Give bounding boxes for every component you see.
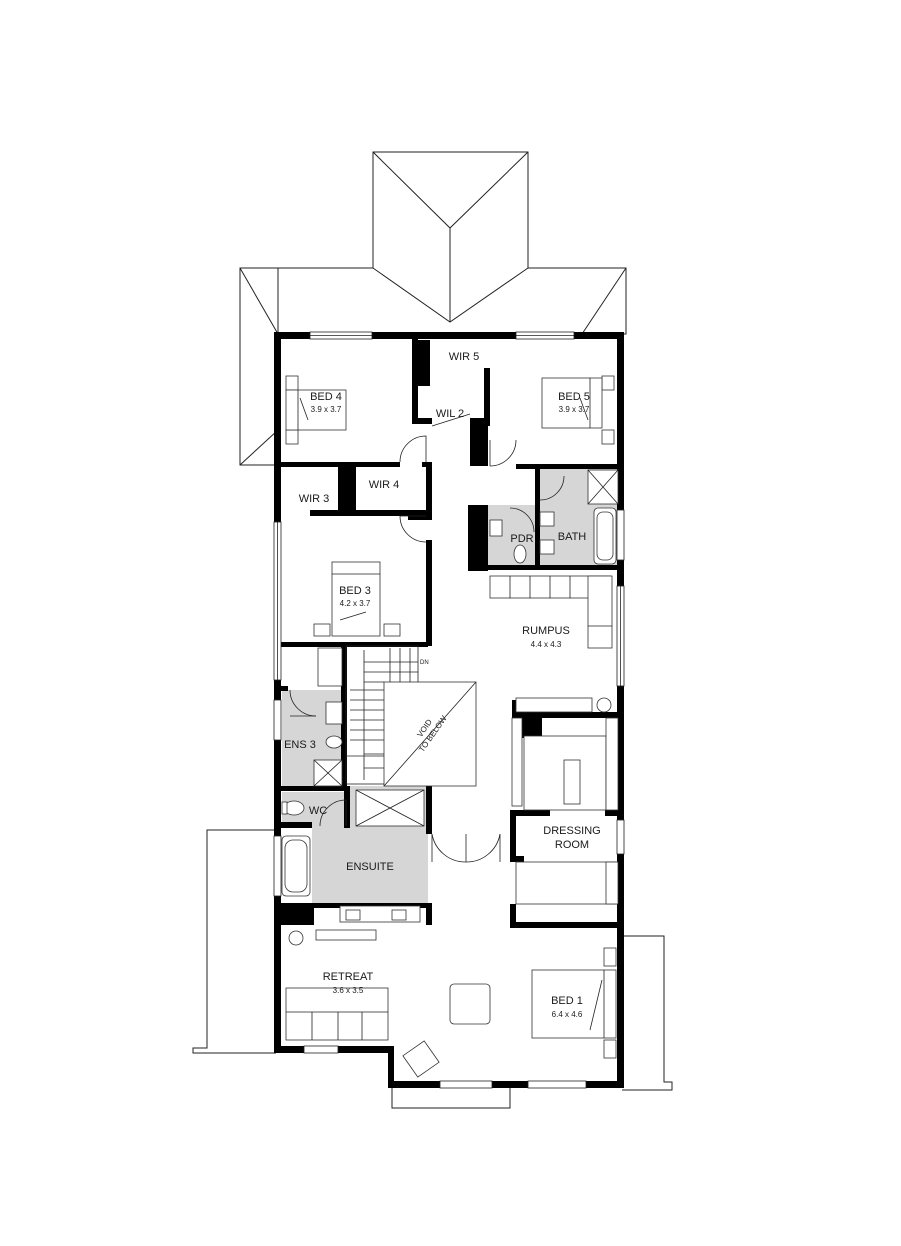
retreat-dims: 3.6 x 3.5: [333, 986, 364, 995]
wil-2-label: WIL 2: [436, 408, 464, 420]
dressing-room-label-line1: DRESSING: [543, 825, 600, 837]
wir-4-label: WIR 4: [369, 479, 400, 491]
wc-label: WC: [309, 805, 327, 817]
retreat-label: RETREAT: [323, 971, 374, 983]
bed-4-dims: 3.9 x 3.7: [311, 405, 342, 414]
retreat-furniture: [285, 987, 440, 1078]
ensuite-label: ENSUITE: [346, 861, 394, 873]
bed-5-label: BED 5: [558, 391, 590, 403]
bed-5-dims: 3.9 x 3.7: [559, 405, 590, 414]
bed-3-label: BED 3: [339, 585, 371, 597]
dressing-furniture: [511, 717, 619, 905]
pdr-label: PDR: [510, 533, 533, 545]
bathroom-fixtures: [281, 469, 619, 923]
bed-3-furniture: [313, 561, 401, 687]
bed-5-furniture: [541, 375, 615, 445]
bed-1-label: BED 1: [551, 995, 583, 1007]
bed-1-furniture: [449, 947, 617, 1059]
dressing-room-label-line2: ROOM: [555, 839, 589, 851]
stair-treads: [346, 648, 418, 780]
bed-3-dims: 4.2 x 3.7: [340, 599, 371, 608]
wir-3-label: WIR 3: [299, 493, 330, 505]
wir-5-label: WIR 5: [449, 351, 480, 363]
doors: [289, 413, 565, 863]
ens-3-label: ENS 3: [284, 739, 316, 751]
stair-dn-label: DN: [420, 660, 429, 666]
bed-4-label: BED 4: [310, 391, 342, 403]
rumpus-furniture: [288, 575, 613, 946]
bath-label: BATH: [558, 531, 587, 543]
rumpus-label: RUMPUS: [522, 625, 570, 637]
bed-4-furniture: [285, 375, 347, 445]
rumpus-dims: 4.4 x 4.3: [531, 640, 562, 649]
room-labels: BED 4 3.9 x 3.7 BED 5 3.9 x 3.7 WIR 5 WI…: [284, 351, 601, 1019]
stairs-void: DN VOID TO BELOW: [345, 645, 477, 787]
site-outline: [192, 829, 673, 1109]
windows: [273, 331, 625, 1089]
bed-1-dims: 6.4 x 4.6: [552, 1010, 583, 1019]
